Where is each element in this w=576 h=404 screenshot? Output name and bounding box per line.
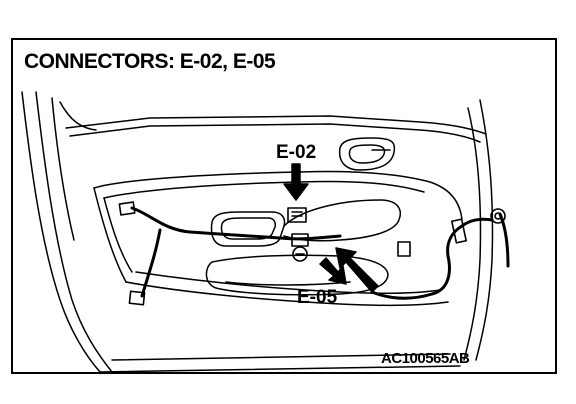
figure-frame bbox=[11, 38, 557, 374]
armrest bbox=[210, 199, 401, 247]
door-outer-contour bbox=[65, 99, 494, 373]
arrow-e02 bbox=[283, 163, 309, 201]
door-frame-outline bbox=[21, 91, 113, 373]
arrow-e05 bbox=[319, 247, 379, 293]
figure-title: CONNECTORS: E-02, E-05 bbox=[24, 50, 276, 73]
callout-label-e05: E-05 bbox=[297, 287, 338, 308]
callout-label-e02: E-02 bbox=[276, 142, 317, 163]
harness-clips bbox=[118, 201, 506, 306]
connector-e02 bbox=[287, 207, 307, 223]
figure-code: AC100565AB bbox=[381, 350, 470, 367]
door-trim-panel bbox=[93, 170, 463, 307]
connector-e05 bbox=[291, 233, 309, 262]
inner-handle bbox=[338, 137, 396, 171]
